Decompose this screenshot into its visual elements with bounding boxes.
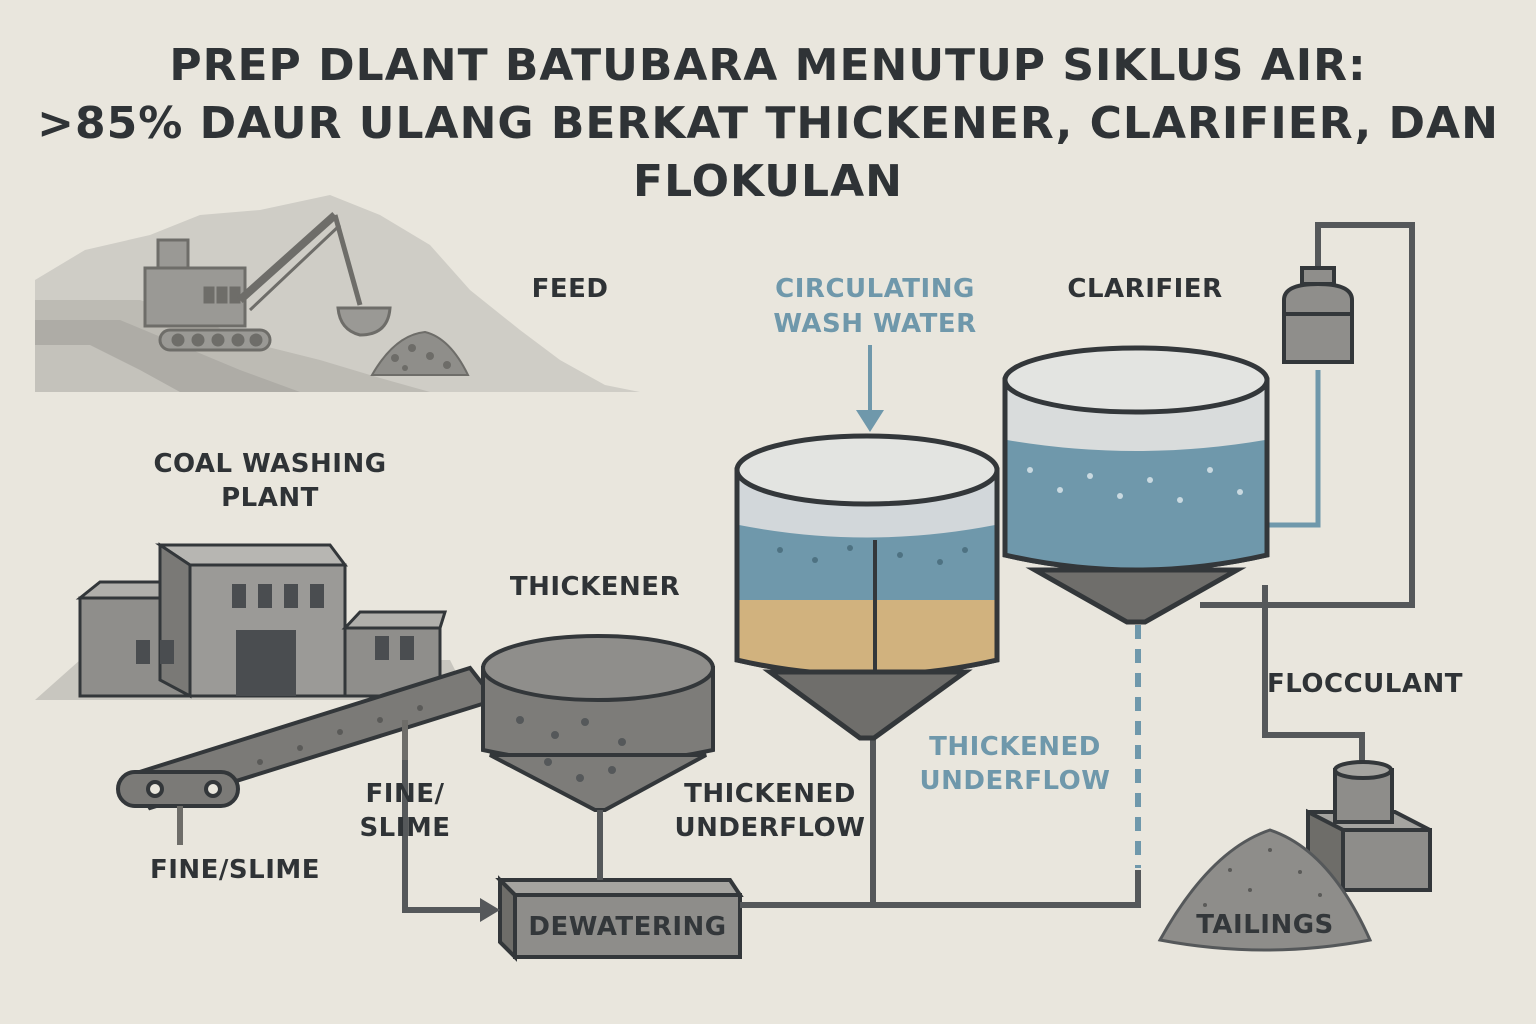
fine-slime-conveyor-label-line-2: SLIME [359, 813, 451, 843]
thickened-underflow-label-line-2: UNDERFLOW [674, 813, 866, 843]
conveyor-belt [116, 665, 499, 845]
thickener-sedimentation-tank [734, 433, 1000, 741]
excavator-icon [143, 212, 392, 352]
coal-washing-plant-building [35, 542, 470, 700]
dewatering-label: DEWATERING [528, 912, 727, 942]
thickened-underflow-blue-label-line-2: UNDERFLOW [919, 766, 1111, 796]
title-line-1: PREP DLANT BATUBARA MENUTUP SIKLUS AIR: [169, 40, 1367, 91]
clarifier-label: CLARIFIER [1067, 274, 1223, 304]
fine-slime-arrow [480, 898, 500, 922]
fine-slime-bottom-label: FINE/SLIME [149, 855, 321, 885]
circulating-wash-water-label-line-1: CIRCULATING [775, 274, 975, 304]
flocculant-dispenser [1306, 760, 1432, 894]
clarifier-tank [1002, 345, 1270, 625]
tailings-pile [1157, 828, 1373, 952]
thickener-tank [481, 634, 715, 812]
thickened-underflow-blue-label-line-1: THICKENED [929, 732, 1101, 762]
flow-pipes [402, 222, 1415, 913]
tailings-label: TAILINGS [1196, 910, 1334, 940]
circulating-water-arrow-head [856, 410, 884, 432]
dewatering-unit [495, 875, 744, 962]
circulating-wash-water-label-line-2: WASH WATER [773, 309, 977, 339]
title-line-2: >85% DAUR ULANG BERKAT THICKENER, CLARIF… [37, 98, 1499, 149]
feed-label: FEED [531, 274, 609, 304]
flocculant-label: FLOCCULANT [1267, 669, 1463, 699]
title-line-3: FLOKULAN [633, 156, 903, 207]
coal-washing-label-line-1: COAL WASHING [153, 449, 387, 479]
thickened-underflow-label-line-1: THICKENED [684, 779, 856, 809]
thickener-label: THICKENER [509, 572, 681, 602]
flocculant-feed-pipe [1268, 370, 1321, 528]
coal-washing-label-line-2: PLANT [221, 483, 319, 513]
flocculant-dosing-tank [1282, 266, 1354, 364]
fine-slime-conveyor-label-line-1: FINE/ [365, 779, 445, 809]
